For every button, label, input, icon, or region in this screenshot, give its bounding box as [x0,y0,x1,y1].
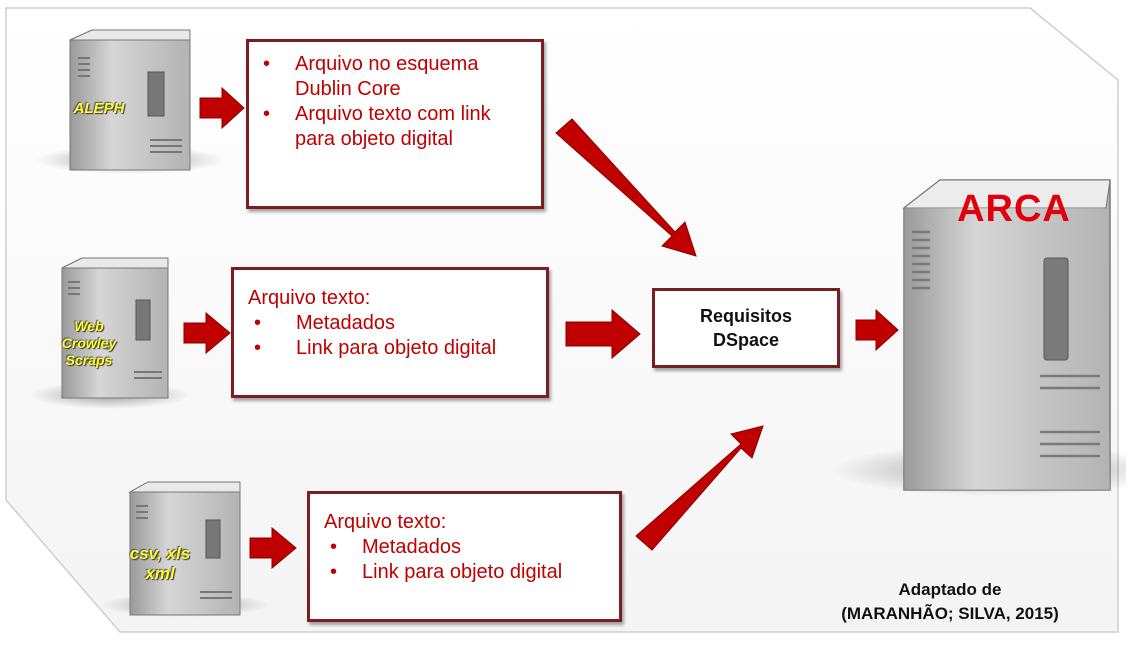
credit-line1: Adaptado de [898,580,1002,599]
arrow-web-to-box [183,311,231,355]
server-aleph-icon [35,29,225,174]
arrow-req-to-arca [855,308,899,352]
server-csv-xls-xml-icon [100,481,270,617]
arrows [183,86,899,570]
bullet-item: Link para objeto digital [324,560,611,585]
box-lead: Arquivo texto: [248,287,371,309]
server-aleph-label: ALEPH [73,100,125,117]
bullet-item: Arquivo no esquema Dublin Core [257,52,525,102]
source-credit: Adaptado de (MARANHÃO; SILVA, 2015) [812,578,1088,626]
box-dublin-core: Arquivo no esquema Dublin Core Arquivo t… [246,39,544,209]
box-lead: Arquivo texto: [324,511,447,533]
requisitos-line2: DSpace [712,330,780,350]
server-web-crowley-icon [30,257,190,409]
bullet-item: Metadados [248,311,538,336]
requisitos-dspace-box: Requisitos DSpace [652,288,840,368]
arrow-aleph-to-box [199,86,245,130]
bullet-item: Metadados [324,535,611,560]
bullet-item: Arquivo texto com link para objeto digit… [257,102,505,152]
arrow-middle-to-req [565,308,641,360]
server-csv-xls-xml-label: csv, xls xml [129,544,191,583]
bullet-item: Link para objeto digital [248,336,538,361]
box-metadados-web: Arquivo texto: Metadados Link para objet… [231,267,549,398]
server-web-crowley-label: Web Crowley Scraps [61,318,117,368]
server-arca-icon [830,179,1126,496]
requisitos-line1: Requisitos [699,306,792,326]
arrow-bottom-to-req [635,425,764,551]
arrow-top-to-req [555,118,697,257]
arrow-csv-to-box [249,526,297,570]
arca-label: ARCA [957,188,1071,230]
box-metadados-csv: Arquivo texto: Metadados Link para objet… [307,491,622,622]
credit-line2: (MARANHÃO; SILVA, 2015) [841,604,1059,623]
